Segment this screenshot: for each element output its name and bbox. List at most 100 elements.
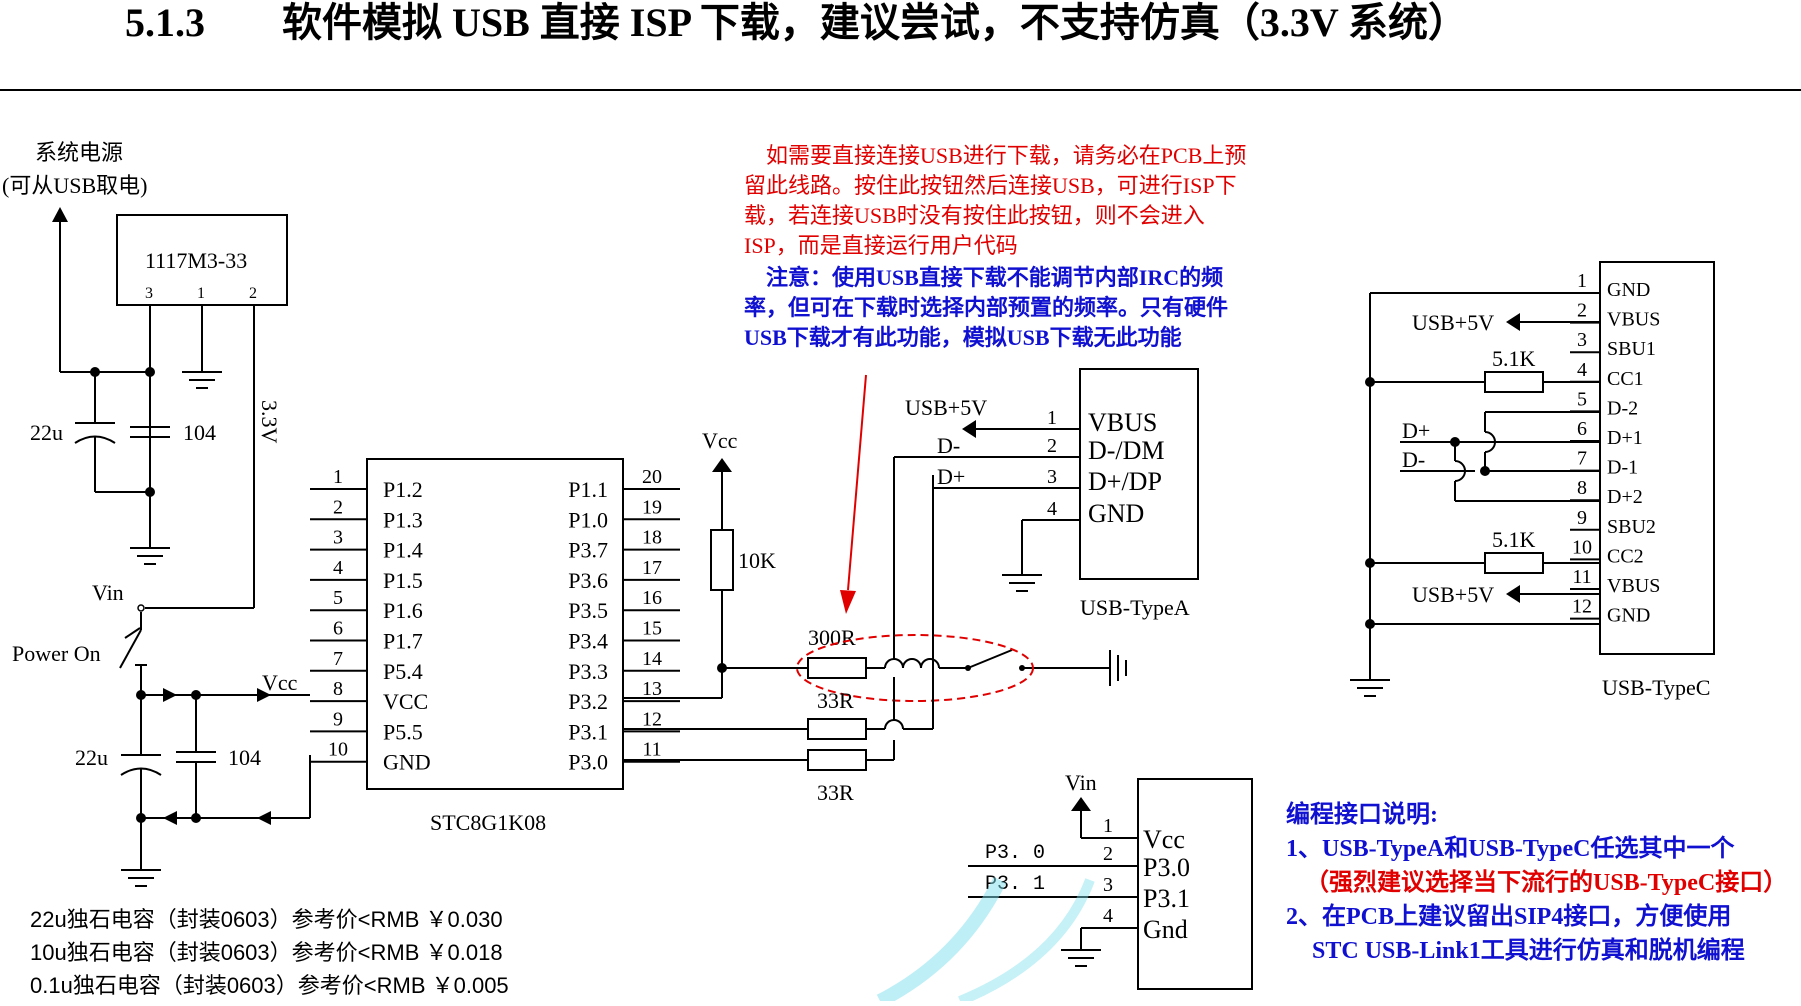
sip4-pin-num: 1 bbox=[1103, 815, 1113, 837]
usbc-5v-bottom-label: USB+5V bbox=[1412, 582, 1494, 607]
r-300r-label: 300R bbox=[808, 625, 856, 650]
usbc-pin-num: 1 bbox=[1577, 270, 1587, 292]
arrow-left-icon bbox=[257, 811, 271, 825]
mcu-right-pin-name: P3.5 bbox=[568, 598, 608, 623]
usbc-pin-num: 6 bbox=[1577, 418, 1587, 440]
junction bbox=[145, 367, 155, 377]
mcu-left-pin-num: 5 bbox=[333, 587, 343, 609]
mcu-right-pin-num: 19 bbox=[642, 496, 662, 518]
mcu-left-pin-name: P1.4 bbox=[383, 538, 423, 563]
mcu-right-pin-num: 20 bbox=[642, 466, 662, 488]
mcu-left-pin-num: 9 bbox=[333, 708, 343, 730]
usbc-pin-name: CC1 bbox=[1607, 368, 1644, 390]
usbc-pin-name: VBUS bbox=[1607, 575, 1660, 597]
mcu-right-pin-name: P1.1 bbox=[568, 477, 608, 502]
mcu-left-pin-name: P5.4 bbox=[383, 659, 423, 684]
mcu-right-pin-num: 18 bbox=[642, 527, 662, 549]
price-line-0u1: 0.1u独石电容（封装0603）参考价<RMB ￥0.005 bbox=[30, 973, 509, 998]
reg-pin-2: 2 bbox=[249, 285, 257, 302]
isp-highlight-ellipse bbox=[796, 634, 1034, 702]
vin-label: Vin bbox=[92, 580, 124, 605]
mcu-left-pin-num: 2 bbox=[333, 496, 343, 518]
mcu-right-pin-num: 17 bbox=[642, 557, 662, 579]
page-title: 软件模拟 USB 直接 ISP 下载，建议尝试，不支持仿真（3.3V 系统） bbox=[282, 0, 1468, 45]
usba-pin-num: 2 bbox=[1047, 435, 1057, 457]
junction bbox=[136, 690, 146, 700]
mcu-right-pin-num: 12 bbox=[642, 708, 662, 730]
mcu-right-pin-name: P3.3 bbox=[568, 659, 608, 684]
arrow-right-icon bbox=[257, 688, 271, 702]
note-blue-line: 注意：使用USB直接下载不能调节内部IRC的频 bbox=[766, 265, 1223, 290]
vcc-mid-label: Vcc bbox=[702, 428, 738, 453]
power-on-label: Power On bbox=[12, 641, 101, 666]
mcu-left-pin-num: 8 bbox=[333, 678, 343, 700]
vin-terminal bbox=[137, 604, 145, 612]
usbc-dp-label: D+ bbox=[1402, 418, 1430, 443]
sip4-net-p30: P3. 0 bbox=[985, 842, 1045, 865]
usba-pin-num: 4 bbox=[1047, 498, 1057, 520]
usbc-pin-num: 4 bbox=[1577, 359, 1587, 381]
note-red-line: 留此线路。按住此按钮然后连接USB，可进行ISP下 bbox=[744, 173, 1237, 198]
usbc-pin-num: 10 bbox=[1572, 536, 1592, 558]
mcu-left-pin-name: P1.2 bbox=[383, 477, 423, 502]
mcu-left-pin-name: P1.7 bbox=[383, 629, 423, 654]
usbc-pin-name: D-2 bbox=[1607, 397, 1638, 419]
usbc-pin-num: 12 bbox=[1572, 596, 1592, 618]
note-arrowhead-icon bbox=[840, 590, 856, 614]
vcc-label: Vcc bbox=[262, 670, 298, 695]
usba-pin-name: D+/DP bbox=[1088, 467, 1162, 496]
sip4-pin-name: P3.0 bbox=[1143, 853, 1190, 882]
wire-crossover bbox=[884, 719, 904, 730]
junction bbox=[145, 487, 155, 497]
section-number: 5.1.3 bbox=[125, 0, 205, 45]
mcu-right-pin-name: P3.6 bbox=[568, 568, 608, 593]
watermark-arc bbox=[958, 878, 1095, 1006]
junction bbox=[136, 813, 146, 823]
usba-dp-label: D+ bbox=[937, 464, 965, 489]
usbc-pin-name: CC2 bbox=[1607, 545, 1644, 567]
usbc-pin-name: D+2 bbox=[1607, 486, 1643, 508]
prog-line2: （强烈建议选择当下流行的USB-TypeC接口） bbox=[1305, 868, 1787, 896]
junction bbox=[191, 813, 201, 823]
usba-pin-name: GND bbox=[1088, 499, 1144, 528]
arrow-right-icon bbox=[163, 688, 177, 702]
mcu-right-pin-num: 13 bbox=[642, 678, 662, 700]
usba-pin-name: D-/DM bbox=[1088, 436, 1165, 465]
price-line-22u: 22u独石电容（封装0603）参考价<RMB ￥0.030 bbox=[30, 907, 503, 932]
reg-pin-3: 3 bbox=[145, 285, 153, 302]
arrow-left-icon bbox=[1506, 313, 1520, 331]
usba-label: USB-TypeA bbox=[1080, 595, 1190, 620]
isp-note: 如需要直接连接USB进行下载，请务必在PCB上预留此线路。按住此按钮然后连接US… bbox=[744, 143, 1246, 350]
usbc-pin-num: 2 bbox=[1577, 300, 1587, 322]
mcu-left-pin-num: 10 bbox=[328, 739, 348, 761]
switch-mark bbox=[124, 627, 141, 639]
usbc-pin-name: D-1 bbox=[1607, 457, 1638, 479]
note-blue-line: USB下载才有此功能，模拟USB下载无此功能 bbox=[744, 325, 1182, 350]
usba-pin-num: 1 bbox=[1047, 407, 1057, 429]
vcc-up-arrow-icon bbox=[712, 458, 732, 472]
usbc-pin-num: 5 bbox=[1577, 388, 1587, 410]
cap1-label: 22u bbox=[30, 420, 63, 445]
resistor-33r-b bbox=[807, 749, 867, 771]
sip4-pin-name: Vcc bbox=[1143, 825, 1185, 854]
sip4-vin-label: Vin bbox=[1065, 770, 1097, 795]
usb-typec-connector bbox=[1599, 261, 1715, 655]
usbc-pin-name: GND bbox=[1607, 279, 1650, 301]
mcu-right-pin-name: P1.0 bbox=[568, 507, 608, 532]
mcu-stc8g1k08 bbox=[366, 458, 624, 790]
usba-dm-label: D- bbox=[937, 433, 960, 458]
sip4-pin-name: Gnd bbox=[1143, 915, 1188, 944]
cap4-label: 104 bbox=[228, 745, 261, 770]
note-blue-line: 率，但可在下载时选择内部预置的频率。只有硬件 bbox=[744, 295, 1228, 320]
usbc-pin-num: 11 bbox=[1572, 566, 1591, 588]
cap2-label: 104 bbox=[183, 420, 216, 445]
usbc-pin-num: 9 bbox=[1577, 507, 1587, 529]
usbc-pin-num: 8 bbox=[1577, 477, 1587, 499]
sip4-pin-num: 2 bbox=[1103, 843, 1113, 865]
rail-3v3-label: 3.3V bbox=[257, 400, 282, 444]
usba-pin-name: VBUS bbox=[1088, 408, 1157, 437]
prog-heading: 编程接口说明: bbox=[1286, 800, 1438, 828]
